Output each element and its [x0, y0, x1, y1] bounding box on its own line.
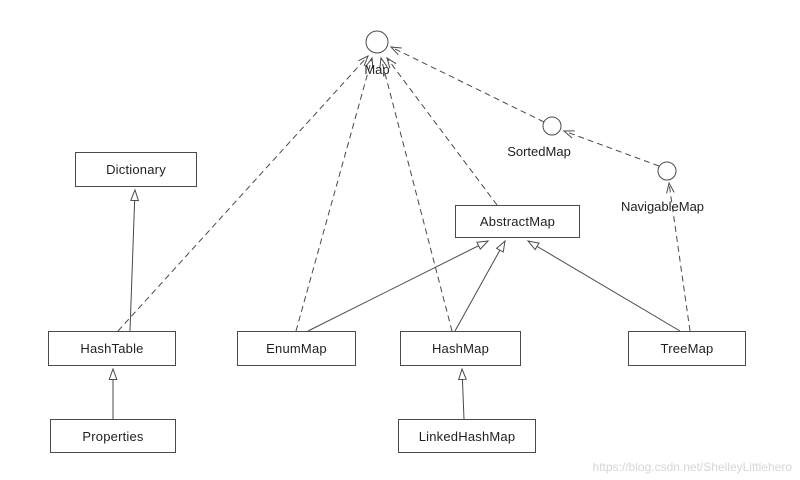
edge-enummap-to-abstractmap: [307, 240, 490, 332]
class-label-hashmap: HashMap: [431, 341, 490, 356]
interface-circle-map: [365, 30, 389, 54]
class-box-properties: Properties: [50, 419, 176, 453]
class-box-enummap: EnumMap: [237, 331, 356, 366]
interface-label-map: Map: [364, 62, 390, 77]
edge-navigablemap-to-sortedmap: [562, 130, 660, 167]
class-label-dictionary: Dictionary: [106, 162, 166, 177]
class-label-abstractmap: AbstractMap: [479, 214, 556, 229]
interface-label-sortedmap: SortedMap: [507, 144, 571, 159]
interface-circle-navigablemap: [657, 161, 677, 181]
edge-hashmap-to-abstractmap: [454, 239, 506, 332]
class-box-treemap: TreeMap: [628, 331, 746, 366]
class-box-hashmap: HashMap: [400, 331, 521, 366]
class-label-linkedhashmap: LinkedHashMap: [418, 428, 516, 444]
edge-hashtable-to-dictionary: [129, 188, 140, 332]
class-box-dictionary: Dictionary: [75, 152, 197, 187]
class-label-properties: Properties: [82, 428, 144, 444]
class-box-hashtable: HashTable: [48, 331, 176, 366]
class-label-hashtable: HashTable: [80, 341, 144, 356]
edge-hashmap-to-map: [379, 56, 453, 332]
edge-sortedmap-to-map: [389, 46, 545, 123]
interface-circle-sortedmap: [542, 116, 562, 136]
class-label-enummap: EnumMap: [266, 341, 327, 356]
edges-group: [108, 46, 691, 420]
class-label-treemap: TreeMap: [660, 341, 714, 356]
edge-enummap-to-map: [295, 56, 374, 332]
class-box-linkedhashmap: LinkedHashMap: [398, 419, 536, 453]
edge-abstractmap-to-map: [386, 56, 498, 206]
edge-treemap-to-abstractmap: [526, 240, 681, 332]
watermark: https://blog.csdn.net/ShelleyLittlehero: [592, 460, 792, 474]
interface-label-navigablemap: NavigableMap: [620, 199, 705, 214]
class-box-abstractmap: AbstractMap: [455, 205, 580, 238]
edge-hashtable-to-map: [117, 54, 369, 332]
edge-treemap-to-navigablemap: [666, 181, 691, 332]
edge-linkedhashmap-to-hashmap: [457, 367, 467, 420]
